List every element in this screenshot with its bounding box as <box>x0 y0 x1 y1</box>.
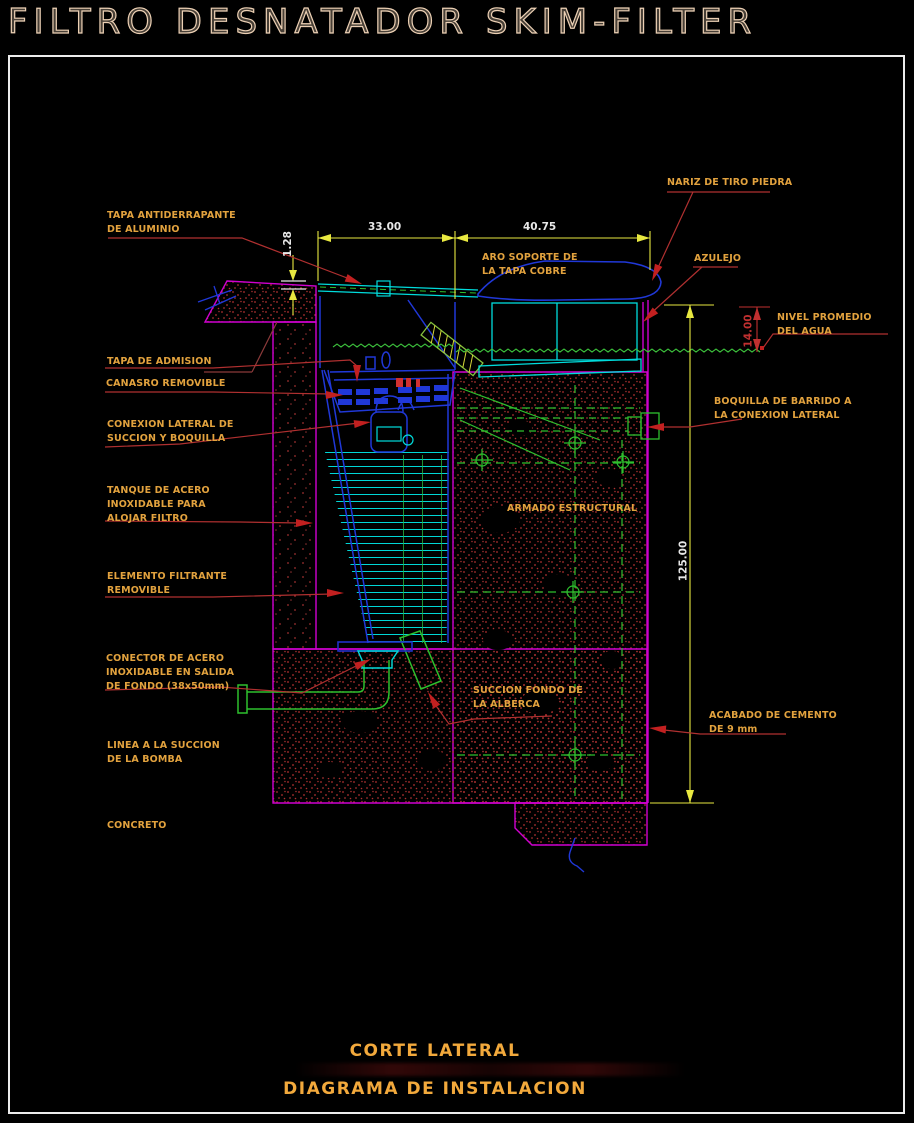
removable-basket <box>370 395 414 453</box>
label-linea-succion: LINEA A LA SUCCION DE LA BOMBA <box>107 740 220 765</box>
label-tapa-antiderrapante: TAPA ANTIDERRAPANTE DE ALUMINIO <box>107 210 236 235</box>
watermark-smudge <box>295 1063 685 1076</box>
filter-stack-rebar-lines <box>385 455 447 643</box>
hatch-voids <box>319 420 624 778</box>
label-boquilla: BOQUILLA DE BARRIDO A LA CONEXION LATERA… <box>714 396 852 421</box>
page-title: FILTRO DESNATADOR SKIM-FILTER <box>7 1 758 42</box>
reducer-connector <box>356 650 400 669</box>
wall-strip <box>272 321 317 650</box>
label-tanque: TANQUE DE ACERO INOXIDABLE PARA ALOJAR F… <box>107 485 210 524</box>
label-aro-soporte: ARO SOPORTE DE LA TAPA COBRE <box>482 252 578 277</box>
elbow-inner <box>247 660 365 693</box>
label-azulejo: AZULEJO <box>694 253 742 264</box>
rebar-lines <box>457 385 640 800</box>
rebar-marker <box>564 744 586 766</box>
tank-outlet <box>337 641 413 669</box>
pool-wall-face <box>642 300 649 803</box>
height-ticks <box>650 304 714 804</box>
dim-14: 14.00 <box>742 314 755 348</box>
admission-grate-slots <box>338 385 448 405</box>
diagonal-suction-pipe <box>399 630 442 690</box>
leader-arrows <box>296 263 764 734</box>
label-conector: CONECTOR DE ACERO INOXIDABLE EN SALIDA D… <box>106 653 235 692</box>
water-left <box>332 343 454 348</box>
deck-left-detail <box>197 285 237 311</box>
dim-128: 1.28 <box>281 231 294 257</box>
label-concreto: CONCRETO <box>107 820 167 831</box>
water-surface <box>332 343 761 353</box>
elbow-outer <box>247 660 390 710</box>
water-depth-dim <box>739 306 770 352</box>
skimmer-throat <box>319 296 456 370</box>
coping-nose-stone <box>477 260 662 301</box>
ground-break-line <box>204 321 278 373</box>
label-conexion-lateral: CONEXION LATERAL DE SUCCION Y BOQUILLA <box>107 419 234 444</box>
rebar-marker <box>562 581 584 603</box>
label-succion-fondo: SUCCION FONDO DE LA ALBERCA <box>473 685 583 710</box>
dim-125: 125.00 <box>677 540 690 582</box>
leader-lines <box>104 191 888 735</box>
label-nivel: NIVEL PROMEDIO DEL AGUA <box>777 312 872 337</box>
pipe-flange <box>237 684 248 714</box>
label-armado: ARMADO ESTRUCTURAL <box>507 503 638 514</box>
label-nariz: NARIZ DE TIRO PIEDRA <box>667 177 793 188</box>
lid-handle <box>381 351 391 369</box>
footing <box>272 648 648 804</box>
label-tapa-admision: TAPA DE ADMISION <box>107 356 212 367</box>
dimension-lines <box>292 231 714 804</box>
weir-gate <box>420 321 484 377</box>
grate-housing <box>323 369 456 413</box>
bottom-detail-mark <box>568 837 585 873</box>
label-acabado: ACABADO DE CEMENTO DE 9 mm <box>709 710 837 735</box>
lid-thickness-ticks <box>281 280 306 290</box>
dim-33: 33.00 <box>368 221 402 233</box>
grate-red-markers <box>396 378 420 387</box>
grate-deck-lines <box>329 369 456 381</box>
drawing-frame <box>8 55 905 1114</box>
dimension-arrows <box>289 234 694 803</box>
dim-4075: 40.75 <box>523 221 557 233</box>
footing-step <box>514 802 648 846</box>
rebar-marker <box>471 449 493 471</box>
rebar-marker <box>612 451 634 473</box>
skimmer-tank <box>319 296 456 644</box>
label-canasro: CANASRO REMOVIBLE <box>106 378 226 389</box>
caption-corte-lateral: CORTE LATERAL <box>349 1041 521 1061</box>
deck-block <box>203 280 317 323</box>
tile-band <box>478 302 642 378</box>
lid-knob <box>365 356 376 370</box>
deck-lid <box>317 280 479 298</box>
tank-left-wall <box>321 369 374 644</box>
water-right <box>455 348 761 353</box>
suction-piping <box>237 630 442 714</box>
label-elemento: ELEMENTO FILTRANTE REMOVIBLE <box>107 571 228 596</box>
caption-diagrama: DIAGRAMA DE INSTALACION <box>283 1079 587 1099</box>
rebar-marker <box>564 432 586 454</box>
